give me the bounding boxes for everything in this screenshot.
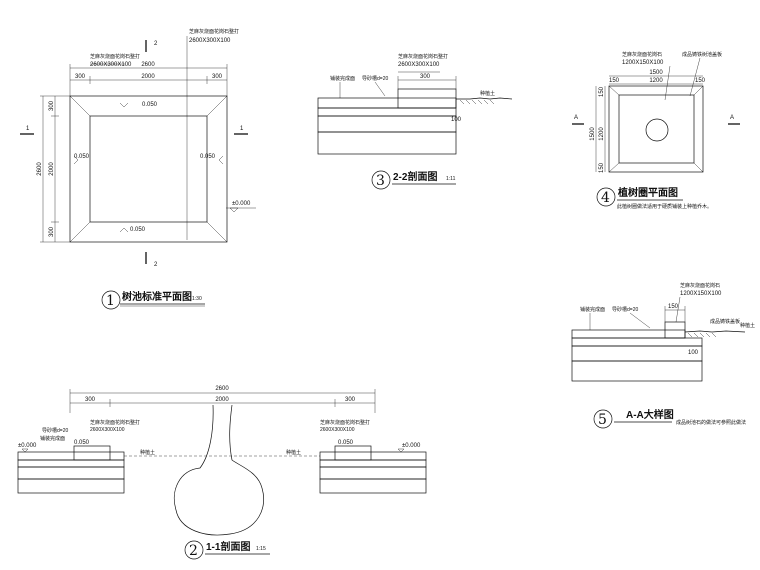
s5-note-top: 芝麻灰烧面花岗石	[680, 282, 720, 289]
s2-soil-right: 种植土	[286, 449, 301, 456]
elev-mark: ±0.000	[232, 201, 251, 207]
size-right: 2600X300X100	[189, 38, 231, 44]
s2-dim-left: 300	[85, 397, 96, 403]
s2-dim-right: 300	[345, 397, 356, 403]
s2-note-left: 芝麻灰烧面花岗石整打	[90, 419, 140, 426]
title-number-2: 2	[189, 543, 198, 559]
s2-soil-left: 种植土	[140, 449, 155, 456]
s3-label-paving: 铺装完成面	[330, 75, 355, 82]
s2-size-right: 2600X300X100	[320, 427, 355, 433]
title-2: 1-1剖面图	[206, 540, 250, 553]
s5-label-soil: 种植土	[740, 322, 755, 329]
scale-3: 1:11	[446, 176, 456, 182]
size-left: 2600X300X100	[90, 62, 132, 68]
s2-elev-left: ±0.000	[18, 443, 37, 449]
p4-note-right: 成品铸铁树池盖板	[682, 51, 722, 58]
p4-footnote: 此植树圈做法适用于硬质铺装上种植乔木。	[617, 203, 712, 210]
title-number-5: 5	[598, 412, 607, 428]
s2-size-left: 2600X300X100	[90, 427, 125, 433]
dim-total-top: 2600	[141, 62, 155, 68]
s5-footnote: 成品树池石的做法可参照此做法	[676, 419, 746, 426]
title-number-1: 1	[106, 293, 115, 309]
s2-dim-total: 2600	[215, 386, 229, 392]
dim-left-total: 2600	[37, 162, 43, 176]
p4-size-top: 1200X150X100	[622, 60, 664, 66]
s5-size-top: 1200X150X100	[680, 291, 722, 297]
p4-dim-v-1200: 1200	[599, 127, 605, 141]
dim-top-left: 300	[75, 74, 86, 80]
scale-2: 1:15	[256, 546, 266, 552]
title-number-3: 3	[376, 173, 385, 189]
slope-right: 0.050	[200, 154, 216, 160]
dim-left-center: 2000	[49, 162, 55, 176]
scale-1: 1:30	[192, 296, 202, 302]
panel-section-1-1: 2600 300 2000 300 ±0.000 ±0.000 铺装完成面 导砂…	[17, 386, 427, 560]
s5-dim-150: 150	[668, 304, 679, 310]
slope-bottom: 0.050	[130, 227, 146, 233]
p4-cut-a-left: A	[574, 115, 578, 121]
slope-left: 0.050	[74, 154, 90, 160]
s3-dim-100: 100	[451, 117, 462, 123]
s3-note-top: 芝麻灰烧面花岗石整打	[398, 53, 448, 60]
s2-label-sand: 导砂槽d=20	[42, 427, 68, 434]
s5-label-sand: 导砂槽d=20	[612, 306, 638, 313]
s2-elev-right: ±0.000	[402, 443, 421, 449]
dim-top-right: 300	[212, 74, 223, 80]
panel-section-2-2: 芝麻灰烧面花岗石整打 2600X300X100 300 铺装完成面 导砂槽d=2…	[317, 53, 513, 190]
p4-note-top: 芝麻灰烧面花岗石	[622, 51, 662, 58]
title-4: 植树圈平面图	[617, 186, 678, 199]
dim-left-bottom: 300	[49, 226, 55, 237]
cut-2-bottom: 2	[154, 262, 158, 268]
title-1: 树池标准平面图	[122, 290, 192, 303]
s3-dim-300: 300	[420, 74, 431, 80]
dim-top-center: 2000	[141, 74, 155, 80]
s3-label-sand: 导砂槽d=20	[362, 75, 388, 82]
s5-label-paving: 铺装完成面	[580, 306, 605, 313]
s3-size-top: 2600X300X100	[398, 62, 440, 68]
slope-top: 0.050	[142, 102, 158, 108]
p4-dim-1200: 1200	[649, 78, 663, 84]
cut-1-left: 1	[26, 126, 30, 132]
title-number-4: 4	[601, 190, 610, 206]
s2-slope-left: 0.050	[74, 440, 90, 446]
p4-dim-v-150a: 150	[599, 86, 605, 97]
cut-2-top: 2	[154, 41, 158, 47]
p4-dim-1500: 1500	[649, 70, 663, 76]
note-left: 芝麻灰烧面花岗石整打	[90, 53, 140, 60]
s2-slope-right: 0.050	[338, 440, 354, 446]
p4-dim-150a: 150	[609, 78, 620, 84]
note-right: 芝麻灰烧面花岗石整打	[189, 28, 239, 35]
p4-cut-a-right: A	[730, 115, 734, 121]
s3-label-soil: 种植土	[480, 90, 495, 97]
s2-label-paving: 铺装完成面	[40, 435, 65, 442]
s5-dim-100: 100	[688, 350, 699, 356]
title-3: 2-2剖面图	[393, 170, 437, 183]
dim-left-top: 300	[49, 100, 55, 111]
panel-detail-a-a: 150 芝麻灰烧面花岗石 1200X150X100 铺装完成面 导砂槽d=20 …	[571, 282, 755, 429]
p4-dim-v-150b: 150	[599, 162, 605, 173]
panel-tree-pit-plan: 2600 300 2000 300 2600 2000 300 300 芝麻灰烧…	[20, 28, 256, 310]
panel-planting-ring-plan: 芝麻灰烧面花岗石 1200X150X100 1500 150 1200 150 …	[572, 51, 740, 210]
title-5: A-A大样图	[626, 408, 674, 421]
cut-1-right: 1	[240, 126, 244, 132]
s5-label-cover: 成品铸铁盖板	[710, 318, 740, 325]
p4-dim-v-1500: 1500	[590, 127, 596, 141]
s2-note-right: 芝麻灰烧面花岗石整打	[320, 419, 370, 426]
s2-dim-center: 2000	[215, 397, 229, 403]
p4-dim-150b: 150	[695, 78, 706, 84]
